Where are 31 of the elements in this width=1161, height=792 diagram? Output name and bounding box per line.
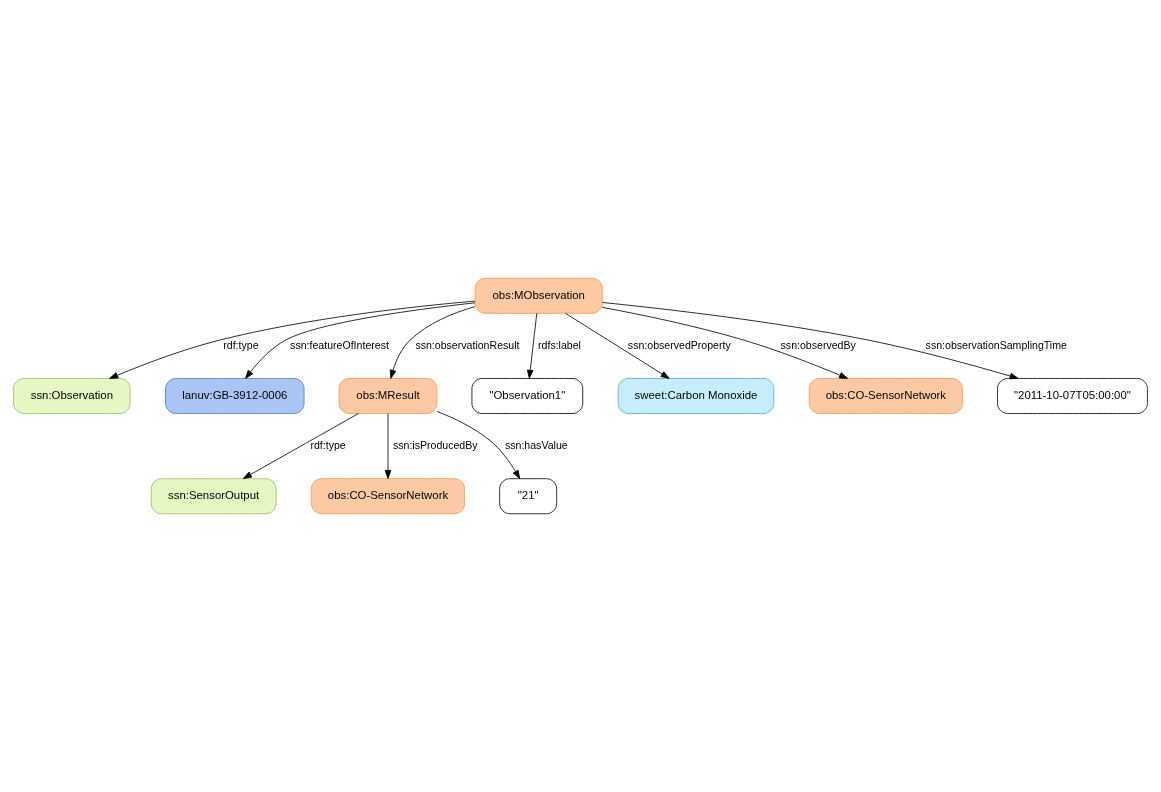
edge-label: ssn:featureOfInterest	[290, 338, 389, 351]
node-box: "21"	[499, 478, 558, 515]
edge-label: rdf:type	[223, 338, 259, 351]
arrow	[384, 413, 392, 479]
edge-label: ssn:hasValue	[504, 438, 568, 451]
node-box: lanuv:GB-3912-0006	[165, 378, 305, 414]
edge-label: ssn:observationResult	[415, 338, 520, 351]
arrow	[389, 306, 476, 379]
node-box: obs:CO-SensorNetwork	[808, 378, 963, 414]
arrow	[526, 312, 538, 379]
arrow	[565, 312, 670, 379]
node-box: obs:MResult	[338, 378, 438, 414]
arrow	[436, 411, 521, 479]
edge-label: ssn:observedBy	[780, 338, 856, 351]
node-box: "2011-10-07T05:00:00"	[997, 378, 1148, 414]
arrow	[601, 306, 849, 379]
node-box: "Observation1"	[471, 378, 584, 414]
arrow	[242, 413, 359, 479]
node-box: ssn:SensorOutput	[150, 478, 277, 515]
edge-label: rdfs:label	[538, 338, 581, 351]
edge-label: rdf:type	[310, 438, 346, 451]
arrow	[602, 302, 1019, 380]
arrow	[245, 302, 476, 379]
node-box: obs:MObservation	[474, 277, 603, 314]
edge-label: ssn:observationSamplingTime	[925, 338, 1067, 351]
edge-label: ssn:isProducedBy	[392, 438, 478, 451]
node-box: sweet:Carbon Monoxide	[617, 378, 775, 414]
node-box: obs:CO-SensorNetwork	[311, 478, 465, 515]
node-box: ssn:Observation	[13, 378, 131, 414]
edge-label: ssn:observedProperty	[627, 338, 731, 351]
arrow	[109, 300, 476, 379]
